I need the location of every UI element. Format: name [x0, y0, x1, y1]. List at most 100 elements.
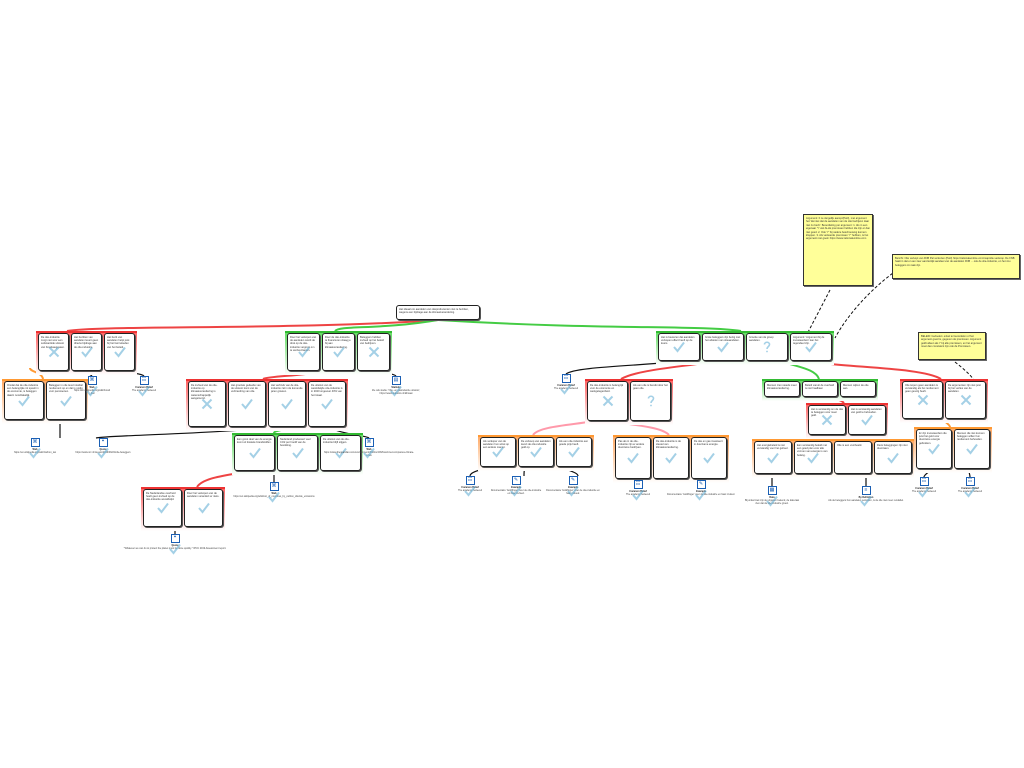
claim-box[interactable]: Argument: 'Argument bij de investeerders… — [790, 333, 832, 361]
claim-text: De olie en gas investeert in duurzame en… — [694, 440, 723, 447]
definition-icon: ≡ — [861, 486, 871, 495]
note-policy[interactable]: BELEID: bedoelen: enkel te beoordelen of… — [918, 332, 986, 360]
claim-text: Beleid vanuit de overheid is niet haalba… — [805, 384, 835, 391]
source-text: https://en.wikipedia.org/wiki/Fossil_fue… — [74, 389, 110, 395]
source-text: "Whatever we can do to protect the plane… — [123, 547, 227, 550]
source-text: Documentaire 'Goldfinger' over de olie-i… — [546, 489, 600, 495]
claim-text: De olie-industrie zorgt niet voor een su… — [41, 336, 65, 349]
source-text: Zie ook studie: 'Olie- en gasindustrie u… — [371, 389, 421, 395]
claim-text: Het is verstandig aandelen van geld te b… — [851, 408, 882, 415]
claim-text: Argument: 'Argument bij de investeerders… — [793, 336, 825, 346]
claim-box[interactable]: Een verstandig beleid met een goed plan … — [794, 441, 832, 474]
claim-box[interactable]: Het verbruik van de olie-industrie zal i… — [268, 381, 306, 427]
common-icon: ☷ — [919, 477, 929, 486]
claim-text: Deze beleggingen zijn niet duurzaam. — [877, 444, 908, 451]
claim-box[interactable]: Als een olie-industrie een goede prijs h… — [556, 437, 592, 467]
claim-text: Een verstandig beleid met een goed plan … — [797, 444, 828, 457]
claim-text: Omdat dat de olie-industrie een belangri… — [7, 384, 39, 397]
source-text: https://www.nrc.nl/nieuws/2019/09/24/oli… — [75, 451, 131, 454]
source-text: Als de beleggers hun aandelen verkopen, … — [828, 499, 904, 502]
web-icon: ⌘ — [87, 376, 97, 385]
claim-box[interactable]: Beleggers hebben invloed op het beleid v… — [357, 333, 390, 371]
claim-box[interactable]: Omdat dat de olie-industrie een belangri… — [4, 381, 44, 420]
claim-box[interactable]: Olie is een voorbeeld. — [834, 441, 872, 474]
claim-box[interactable]: De uitstoot van de wereldwijde olie-indu… — [308, 381, 346, 427]
claim-box[interactable]: Het is verstandig om de olie te beleggen… — [808, 405, 846, 435]
claim-box[interactable]: Door het verkopen van de aandelen wordt … — [287, 333, 320, 371]
source-text: The academy believed — [957, 490, 983, 493]
claim-box[interactable]: Het grootste gedeelte van de uitstoot ko… — [228, 381, 266, 427]
claim-box[interactable]: De Nederlandse overheid heeft geen invlo… — [143, 489, 182, 527]
source-text: The academy believed — [553, 387, 579, 390]
claim-text: Het is verstandig om de olie te beleggen… — [811, 408, 844, 418]
claim-box[interactable]: Mensen wijzen de olie aan. — [840, 381, 876, 397]
claim-box[interactable]: Mensen die niet kunnen beleggen willen h… — [954, 429, 990, 469]
example-icon: ✎ — [511, 476, 521, 485]
claim-box[interactable]: Mensen zien steeds meer klimaatveranderi… — [764, 381, 800, 397]
claim-box[interactable]: Het is verstandig aandelen van geld te b… — [848, 405, 886, 435]
claim-box[interactable]: Als verkoper van de aandelen hun winst o… — [480, 437, 516, 467]
claim-box[interactable]: Beleid vanuit de overheid is niet haalba… — [802, 381, 838, 397]
claim-box[interactable]: Een groot deel van de energie komt uit f… — [234, 435, 275, 471]
claim-box[interactable]: De argumenten zijn niet juist bij het ve… — [945, 381, 986, 419]
claim-text: Als verkoper van de aandelen hun winst o… — [483, 440, 509, 450]
claim-box[interactable]: Het bezit van aandelen helpt juist bij h… — [104, 333, 135, 371]
source-text: https://en.wikipedia.org/wiki/List_of_co… — [233, 495, 315, 498]
root-claim[interactable]: Het ideaal om aandelen van olieproducent… — [396, 305, 480, 320]
claim-box[interactable]: Deze beleggingen zijn niet duurzaam. — [874, 441, 912, 474]
note-reference[interactable]: Bericht: Olie verkopt van FNB Pal verkoz… — [892, 254, 1020, 279]
claim-box[interactable]: Pas als in de olie-industrie zijn er and… — [615, 437, 651, 479]
web-icon: ⌘ — [269, 482, 279, 491]
claim-box[interactable]: Er zijn investeerders die juist het geld… — [916, 429, 952, 469]
source-text: Documentaire 'Goldfinger' over de olie-i… — [490, 489, 542, 495]
claim-box[interactable]: Grote beleggers zijn bezig met het afsto… — [702, 333, 744, 361]
source-text: The academy believed — [625, 493, 651, 496]
claim-box[interactable]: De olie-industrie zorgt niet voor een su… — [38, 333, 69, 371]
root-claim-text: Het ideaal om aandelen van olieproducent… — [399, 308, 469, 315]
claim-box[interactable]: Door het verkopen van de aandelen verand… — [184, 489, 223, 527]
claim-box[interactable]: Het energiebeleid is niet verstandig voo… — [754, 441, 792, 474]
claim-text: Door het verkopen van de aandelen wordt … — [290, 336, 317, 352]
claim-text: Mensen wijzen de olie aan. — [843, 384, 869, 391]
claim-box[interactable]: De invloed van de olie-industrie op klim… — [188, 381, 226, 427]
source-text: The academy believed — [457, 489, 483, 492]
claim-box[interactable]: Grootte van de groep aandelen. — [746, 333, 788, 361]
claim-text: Pas als in de olie-industrie zijn er and… — [618, 440, 645, 450]
claim-box[interactable]: Nederland produceert veel CO2 per hoofd … — [277, 435, 318, 471]
example-icon: ✎ — [568, 476, 578, 485]
claim-box[interactable]: Door de olie-industrie te financieren dr… — [322, 333, 355, 371]
claim-box[interactable]: Het is bewezen dat aandelen verkopen eff… — [658, 333, 700, 361]
source-text: https://www.theguardian.com/environment/… — [324, 451, 414, 457]
web-icon: ⌘ — [364, 438, 374, 447]
claim-box[interactable]: Het bezitten van aandelen levert geen di… — [71, 333, 102, 371]
claim-box[interactable]: Olie kopen geen aandelen is verstandig a… — [902, 381, 943, 419]
source-text: Documentaire 'Goldfinger' over de olie-i… — [666, 493, 736, 496]
claim-text: Beleggers hebben invloed op het beleid v… — [360, 336, 384, 346]
claim-text: De invloed van de olie-industrie op klim… — [191, 384, 218, 400]
claim-box[interactable]: De olie-industrie is belangrijk voor de … — [587, 381, 628, 421]
claim-box[interactable]: De olie-industrie is de sleutel van klim… — [653, 437, 689, 479]
claim-box[interactable]: Als een olie is bereikt door het geen ol… — [630, 381, 671, 421]
claim-box[interactable]: De verkoop van aandelen levert de olie-i… — [518, 437, 554, 467]
note-evaluation[interactable]: Argument: Il ne dergelijk aanspr(Peiil),… — [803, 214, 873, 286]
source-quote[interactable]: ❝Quote"Whatever we can do to protect the… — [122, 534, 228, 550]
claim-text: Nederland produceert veel CO2 per hoofd … — [280, 438, 311, 448]
claim-box[interactable]: De olie en gas investeert in duurzame en… — [691, 437, 727, 479]
